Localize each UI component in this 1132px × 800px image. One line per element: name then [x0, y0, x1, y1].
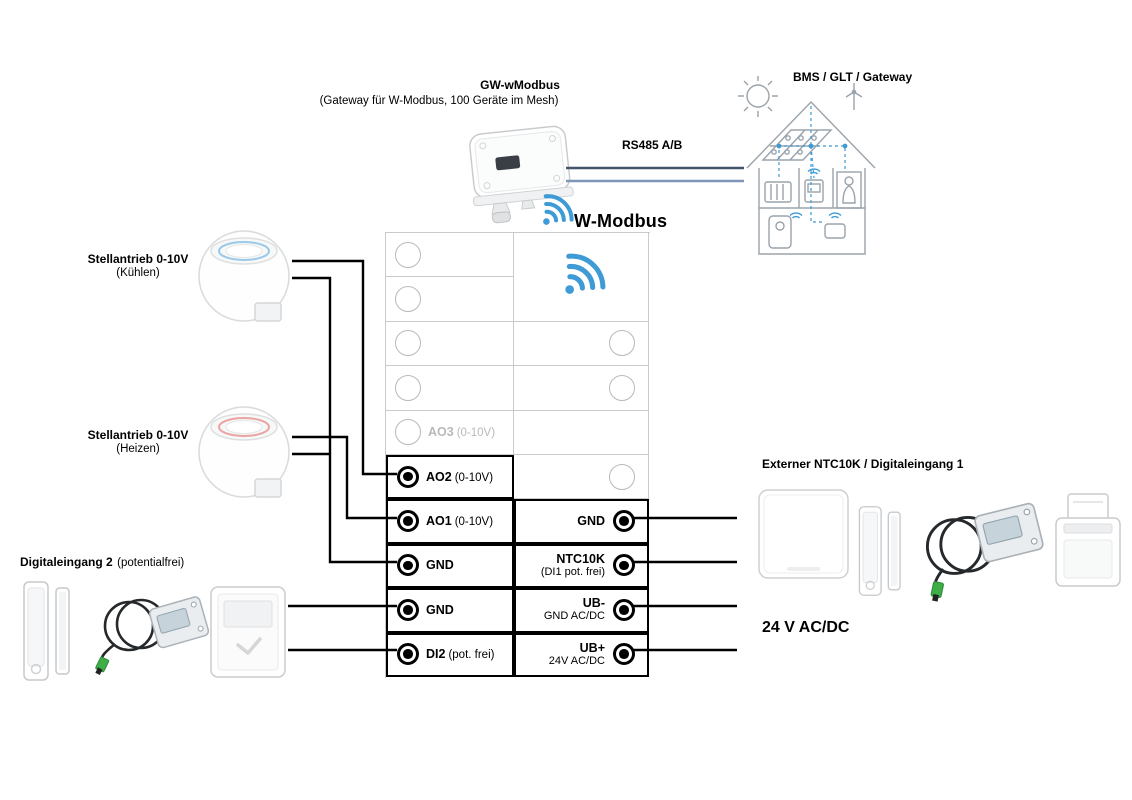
cable-sensor-image [925, 502, 1044, 602]
power-supply-label: 24 V AC/DC [762, 619, 850, 636]
terminal-cell-blank [514, 454, 649, 500]
wmodbus-label: W-Modbus [574, 211, 668, 231]
terminal-cell-ntc10k: NTC10K(DI1 pot. frei) [514, 543, 649, 589]
terminal-connector [397, 554, 419, 577]
terminal-cell-blank [514, 321, 649, 367]
terminal-cell-gnd-right: GND [514, 499, 649, 544]
terminal-circle [609, 374, 635, 401]
terminal-circle [395, 330, 421, 357]
controller-icon [824, 223, 846, 239]
terminal-circle [395, 286, 421, 313]
wind-turbine-icon [845, 83, 863, 110]
gateway-subtitle: (Gateway für W-Modbus, 100 Geräte im Mes… [319, 95, 559, 107]
terminal-cell-blank [386, 366, 514, 411]
wire-cooling-signal-ao2 [292, 259, 397, 476]
digital-input-2-label: Digitaleingang 2 (potentialfrei) [20, 555, 185, 569]
cooling-actuator-label: Stellantrieb 0-10V (Kühlen) [87, 252, 189, 279]
actuator-heating-image [198, 406, 290, 498]
wmodbus-radio-cell [514, 233, 649, 322]
terminal-cell-blank [386, 277, 514, 322]
heating-actuator-label: Stellantrieb 0-10V (Heizen) [87, 428, 189, 455]
terminal-cell-blank [514, 410, 649, 455]
solar-cells [771, 135, 817, 155]
terminal-connector [397, 643, 419, 666]
room-sensor-image [758, 489, 849, 579]
external-ntc10k-label: Externer NTC10K / Digitaleingang 1 [762, 457, 964, 471]
person-figure [836, 171, 862, 209]
terminal-cell-di2: DI2(pot. frei) [386, 632, 514, 677]
terminal-cell-blank [386, 321, 514, 367]
terminal-circle [609, 463, 635, 490]
wire-heating-signal-ao1 [292, 435, 397, 520]
terminal-connector [397, 465, 419, 488]
terminal-circle [395, 419, 421, 446]
wifi-icon [565, 253, 606, 294]
gateway-title: GW-wModbus [480, 78, 560, 92]
terminal-cell-ao3: AO3(0-10V) [386, 410, 514, 455]
wifi-icon [543, 194, 574, 225]
door-contact-image [858, 506, 901, 596]
bms-label: BMS / GLT / Gateway [793, 70, 913, 84]
terminal-block: AO3(0-10V) AO2(0-10V) AO1(0-10V) GND GND… [385, 232, 650, 678]
terminal-circle [395, 241, 421, 268]
terminal-cell-ub-minus: UB-GND AC/DC [514, 588, 649, 633]
wire-cooling-gnd [292, 276, 397, 564]
terminal-circle [609, 330, 635, 357]
terminal-cell-ao1: AO1(0-10V) [386, 499, 514, 544]
boiler-icon [768, 215, 792, 249]
radiator-icon [764, 181, 792, 203]
terminal-cell-ub-plus: UB+24V AC/DC [514, 632, 649, 677]
mini-wifi-icons [789, 168, 842, 219]
keycard-holder-image [1055, 493, 1121, 587]
terminal-cell-blank [514, 366, 649, 411]
terminal-cell-ao2: AO2(0-10V) [386, 454, 514, 500]
terminal-connector [397, 510, 419, 533]
thermostat-icon [804, 179, 824, 203]
terminal-cell-blank [386, 233, 514, 278]
terminal-cell-gnd-1: GND [386, 543, 514, 589]
terminal-connector [613, 598, 635, 621]
terminal-connector [613, 643, 635, 666]
sun-icon [738, 76, 778, 117]
keycard-switch-image [210, 586, 286, 678]
gateway-device-image [469, 125, 574, 224]
cable-sensor-image [95, 596, 210, 675]
terminal-connector [613, 554, 635, 577]
actuator-cooling-image [198, 230, 290, 322]
terminal-connector [613, 510, 635, 533]
rs485-label: RS485 A/B [622, 138, 683, 152]
terminal-cell-gnd-2: GND [386, 588, 514, 633]
bms-building-illustration [738, 76, 876, 255]
terminal-connector [397, 598, 419, 621]
door-contact-image [23, 581, 70, 681]
terminal-circle [395, 374, 421, 401]
